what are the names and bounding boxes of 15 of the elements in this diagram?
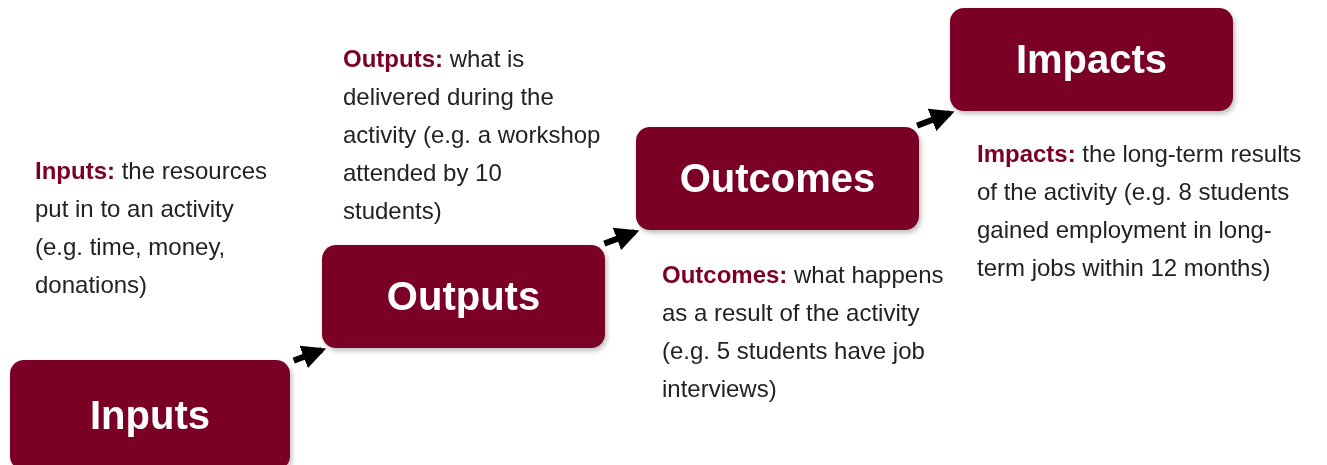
- stage-box: [10, 360, 290, 465]
- stage-title: Outputs: [386, 274, 541, 319]
- stage-box: [322, 245, 605, 348]
- stage-title: Impacts: [1015, 37, 1168, 82]
- description-text: Outputs: what is delivered during the activity (e.g. a workshop attended by 10 students): [343, 44, 602, 226]
- arrow: [603, 227, 640, 251]
- stage-title: Inputs: [90, 392, 210, 438]
- arrow: [916, 108, 955, 132]
- description-text: Impacts: the long-term results of the activity (e.g. 8 students gained employment in long-term jobs within 12 months): [977, 139, 1303, 283]
- description-text: Outcomes: what happens as a result of the activity (e.g. 5 students have job interviews): [662, 260, 945, 404]
- stage-box: [636, 127, 919, 230]
- description-text: Inputs: the resources put in to an activity (e.g. time, money, donations): [35, 156, 269, 300]
- stage-box: [950, 8, 1233, 111]
- stage-title: Outcomes: [679, 156, 876, 201]
- arrow: [292, 345, 327, 369]
